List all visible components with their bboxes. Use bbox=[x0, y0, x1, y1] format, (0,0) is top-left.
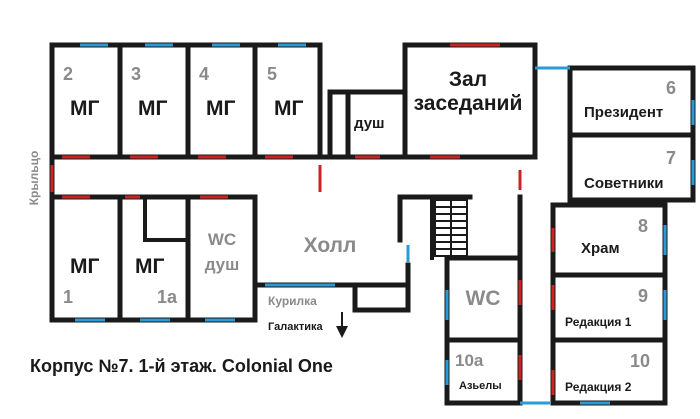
room-2-number: 2 bbox=[63, 64, 73, 84]
porch-label: Крыльцо bbox=[27, 151, 41, 206]
room-10-number: 10 bbox=[630, 351, 650, 371]
room-6-name: Президент bbox=[584, 104, 663, 121]
room-1a-name: МГ bbox=[135, 255, 164, 278]
room-10-name: Редакция 2 bbox=[565, 380, 632, 394]
room-4-name: МГ bbox=[206, 97, 235, 120]
walls bbox=[49, 42, 696, 406]
room-1-number: 1 bbox=[63, 287, 73, 307]
room-1-name: МГ bbox=[70, 255, 99, 278]
galaktika-label: Галактика bbox=[268, 321, 323, 333]
room-2-name: МГ bbox=[70, 97, 99, 120]
room-10a-name: Азьелы bbox=[459, 380, 502, 392]
doors bbox=[50, 43, 695, 405]
conference-line2: заседаний bbox=[414, 92, 523, 115]
room-4-number: 4 bbox=[199, 64, 209, 84]
room-5-number: 5 bbox=[267, 64, 277, 84]
room-3-number: 3 bbox=[131, 64, 141, 84]
hall-label: Холл bbox=[304, 234, 357, 257]
conference-line1: Зал bbox=[449, 68, 487, 91]
staircase-icon bbox=[434, 199, 468, 257]
room-9-name: Редакция 1 bbox=[565, 315, 632, 329]
room-10a-number: 10а bbox=[455, 351, 484, 370]
wc-right-label: WC bbox=[466, 287, 501, 310]
plan-caption: Корпус №7. 1-й этаж. Colonial One bbox=[30, 356, 333, 376]
smoking-area-label: Курилка bbox=[268, 294, 317, 308]
wc-shower-line2: душ bbox=[205, 255, 240, 274]
room-7-number: 7 bbox=[666, 148, 676, 168]
room-8-name: Храм bbox=[581, 240, 620, 257]
room-5-name: МГ bbox=[274, 97, 303, 120]
room-9-number: 9 bbox=[638, 286, 648, 306]
shower-top-label: душ bbox=[354, 115, 385, 132]
room-7-name: Советники bbox=[584, 175, 664, 192]
room-8-number: 8 bbox=[638, 216, 648, 236]
arrow-down-icon bbox=[336, 312, 348, 338]
room-3-name: МГ bbox=[138, 97, 167, 120]
room-1a-number: 1а bbox=[157, 287, 178, 307]
wc-shower-line1: WC bbox=[208, 230, 236, 249]
room-labels: Крыльцо 2 МГ 3 МГ 4 МГ 5 МГ душ Зал засе… bbox=[27, 64, 676, 394]
room-6-number: 6 bbox=[666, 78, 676, 98]
